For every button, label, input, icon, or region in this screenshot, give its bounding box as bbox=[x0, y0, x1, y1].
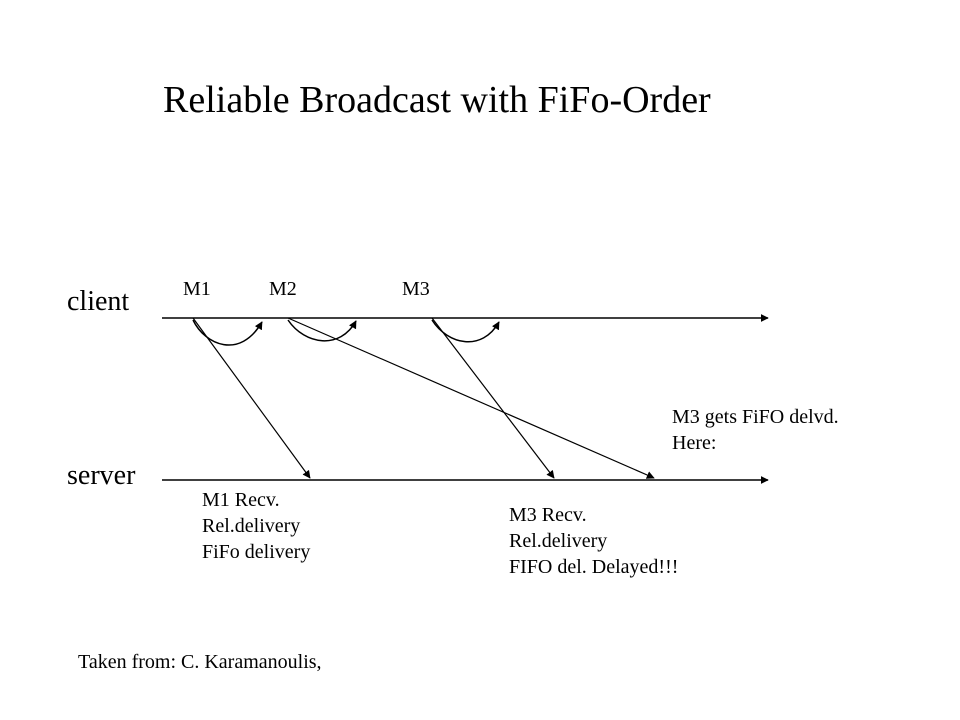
note-line: FIFO del. Delayed!!! bbox=[509, 556, 679, 578]
client-label: client bbox=[67, 286, 130, 317]
m3-fifo-delivered-note: M3 gets FiFO delvd. Here: bbox=[672, 404, 839, 456]
message-label-m3: M3 bbox=[402, 278, 430, 300]
m2-self-delivery-arrow bbox=[287, 319, 357, 342]
source-credit: Taken from: C. Karamanoulis, bbox=[78, 651, 322, 673]
m2-send-arrow bbox=[287, 317, 655, 479]
message-label-m1: M1 bbox=[183, 278, 211, 300]
note-line: FiFo delivery bbox=[202, 541, 311, 563]
m3-self-delivery-arrow bbox=[431, 319, 500, 343]
diagram-title: Reliable Broadcast with FiFo-Order bbox=[163, 79, 711, 121]
note-line: Rel.delivery bbox=[202, 515, 301, 537]
m3-send-arrow bbox=[431, 317, 555, 479]
message-label-m2: M2 bbox=[269, 278, 297, 300]
note-line: Rel.delivery bbox=[509, 530, 608, 552]
note-line: M1 Recv. bbox=[202, 489, 280, 511]
note-line: Here: bbox=[672, 432, 717, 454]
m1-received-note: M1 Recv. Rel.delivery FiFo delivery bbox=[202, 487, 310, 565]
server-label: server bbox=[67, 460, 136, 491]
m1-send-arrow bbox=[192, 317, 311, 479]
note-line: M3 Recv. bbox=[509, 504, 587, 526]
m1-self-delivery-arrow bbox=[192, 319, 263, 346]
m3-received-note: M3 Recv. Rel.delivery FIFO del. Delayed!… bbox=[509, 502, 678, 580]
note-line: M3 gets FiFO delvd. bbox=[672, 406, 839, 428]
